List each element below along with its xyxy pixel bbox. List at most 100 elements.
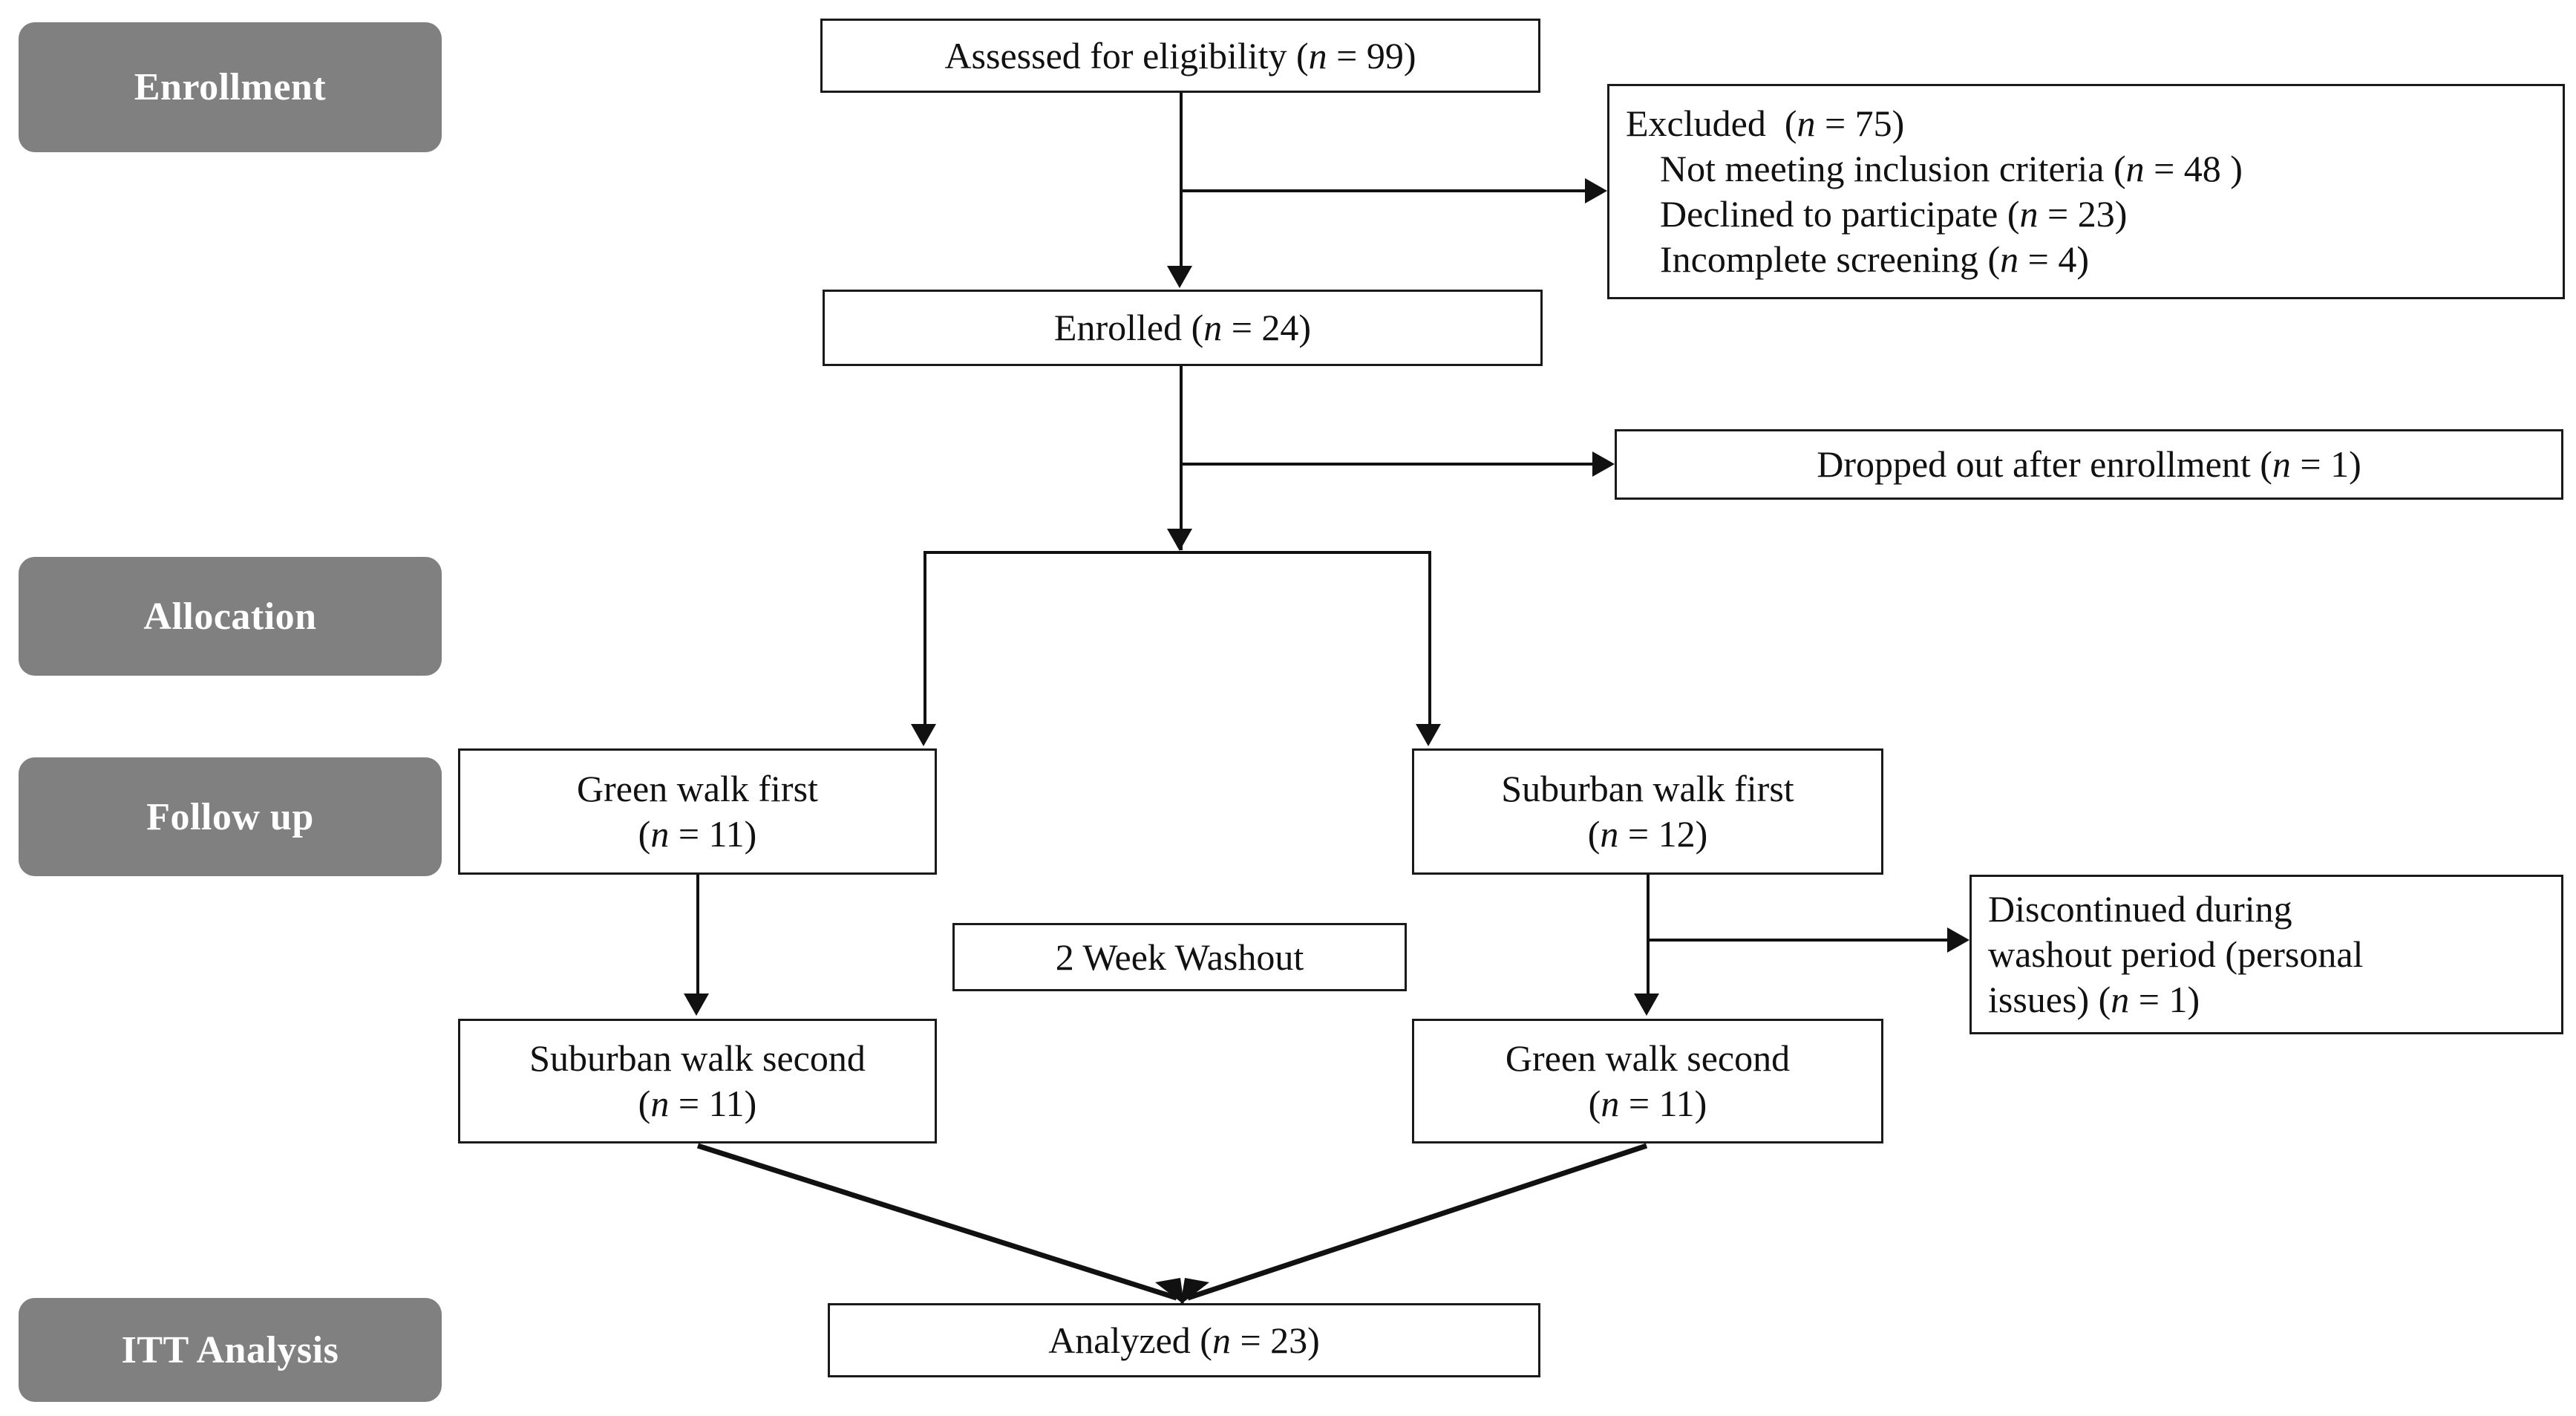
analyzed-text: Analyzed	[1048, 1319, 1191, 1361]
green-first-n-value: = 11)	[669, 813, 757, 855]
discontinued-line3-pre: issues) (	[1988, 979, 2111, 1020]
connector-assessed-to-excluded-line	[1180, 189, 1585, 192]
dropped-n-label: n	[2272, 443, 2291, 485]
suburban-first-line1: Suburban walk first	[1501, 768, 1794, 809]
analyzed-n-label: n	[1212, 1319, 1231, 1361]
assessed-n-label: n	[1308, 34, 1327, 76]
excluded-reason-1-n-open: (	[2007, 193, 2020, 235]
box-excluded: Excluded (n = 75) Not meeting inclusion …	[1607, 84, 2565, 299]
excluded-n-label: n	[1797, 102, 1816, 144]
green-first-line1: Green walk first	[577, 768, 818, 809]
connector-allocation-split-bar	[923, 551, 1431, 554]
excluded-reason-2-n-value: = 4)	[2018, 238, 2089, 280]
analyzed-n-open: (	[1200, 1319, 1212, 1361]
stage-label-itt-analysis-text: ITT Analysis	[121, 1328, 339, 1371]
suburban-second-line1: Suburban walk second	[529, 1037, 866, 1079]
connector-to-discontinued-line	[1647, 939, 1947, 942]
box-dropped-out-after-enrollment: Dropped out after enrollment (n = 1)	[1615, 429, 2563, 500]
excluded-n-value: = 75)	[1815, 102, 1905, 144]
excluded-reason-0-n-label: n	[2125, 148, 2145, 189]
excluded-n-open: (	[1784, 102, 1797, 144]
excluded-reason-1-n-label: n	[2019, 193, 2039, 235]
connector-enrolled-trunk-line	[1180, 366, 1183, 550]
suburban-second-line2: (n = 11)	[471, 1081, 924, 1126]
stage-label-enrollment-text: Enrollment	[134, 66, 327, 108]
suburban-second-n-label: n	[650, 1083, 670, 1124]
discontinued-line3-post: = 1)	[2129, 979, 2200, 1020]
connector-green-first-to-suburban-second-line	[696, 875, 699, 996]
excluded-reason-2: Incomplete screening (n = 4)	[1626, 237, 2552, 282]
box-suburban-walk-second: Suburban walk second (n = 11)	[458, 1019, 937, 1143]
box-suburban-walk-first: Suburban walk first (n = 12)	[1412, 748, 1883, 875]
connector-green-first-to-suburban-second-arrowhead	[684, 994, 709, 1016]
stage-label-allocation-text: Allocation	[143, 595, 317, 638]
box-discontinued-during-washout: Discontinued during washout period (pers…	[1969, 875, 2563, 1034]
discontinued-line1: Discontinued during	[1988, 888, 2292, 930]
enrolled-text: Enrolled	[1053, 307, 1183, 348]
connector-assessed-to-enrolled-line	[1180, 93, 1183, 268]
excluded-reason-1: Declined to participate (n = 23)	[1626, 192, 2552, 237]
enrolled-n-value: = 24)	[1222, 307, 1312, 348]
dropped-text: Dropped out after enrollment	[1817, 443, 2251, 485]
excluded-reason-1-n-value: = 23)	[2038, 193, 2128, 235]
discontinued-line3: issues) (n = 1)	[1988, 977, 2551, 1022]
green-first-line2: (n = 11)	[471, 812, 924, 857]
analyzed-n-value: = 23)	[1230, 1319, 1320, 1361]
green-second-n-label: n	[1601, 1083, 1620, 1124]
discontinued-n-label: n	[2111, 979, 2130, 1020]
suburban-first-line2: (n = 12)	[1425, 812, 1871, 857]
excluded-reason-2-n-open: (	[1987, 238, 2001, 280]
suburban-second-n-open: (	[638, 1083, 651, 1124]
box-2-week-washout: 2 Week Washout	[952, 923, 1407, 991]
stage-label-followup: Follow up	[19, 757, 442, 876]
stage-label-enrollment: Enrollment	[19, 22, 442, 152]
enrolled-n-label: n	[1203, 307, 1223, 348]
box-green-walk-first: Green walk first (n = 11)	[458, 748, 937, 875]
connector-assessed-to-enrolled-arrowhead	[1167, 266, 1192, 288]
suburban-first-n-value: = 12)	[1618, 813, 1708, 855]
excluded-title: Excluded	[1626, 102, 1766, 144]
excluded-reason-0-text: Not meeting inclusion criteria	[1660, 148, 2105, 189]
assessed-n-open: (	[1296, 34, 1309, 76]
connector-green-second-to-analyzed-arrowhead	[1180, 1278, 1209, 1305]
excluded-title-line: Excluded (n = 75)	[1626, 101, 2552, 146]
assessed-text: Assessed for eligibility	[944, 34, 1287, 76]
enrolled-n-open: (	[1191, 307, 1204, 348]
connector-enrolled-trunk-arrowhead	[1167, 529, 1192, 551]
excluded-reason-0-n-value: = 48 )	[2144, 148, 2243, 189]
excluded-reason-2-text: Incomplete screening	[1660, 238, 1978, 280]
connector-allocation-left-drop	[923, 551, 926, 726]
excluded-reason-1-text: Declined to participate	[1660, 193, 1998, 235]
connector-suburban-first-to-green-second-line	[1647, 875, 1650, 996]
excluded-reason-0-n-open: (	[2113, 148, 2126, 189]
green-second-n-value: = 11)	[1619, 1083, 1707, 1124]
stage-label-itt-analysis: ITT Analysis	[19, 1298, 442, 1402]
suburban-first-n-open: (	[1587, 813, 1601, 855]
dropped-n-value: = 1)	[2290, 443, 2361, 485]
green-second-line2: (n = 11)	[1425, 1081, 1871, 1126]
connector-allocation-left-arrowhead	[911, 724, 936, 746]
dropped-n-open: (	[2260, 443, 2272, 485]
box-enrolled: Enrolled (n = 24)	[823, 290, 1543, 366]
stage-label-followup-text: Follow up	[146, 795, 314, 838]
washout-text: 2 Week Washout	[1055, 936, 1304, 978]
green-second-line1: Green walk second	[1505, 1037, 1791, 1079]
green-first-n-label: n	[650, 813, 670, 855]
green-second-n-open: (	[1588, 1083, 1601, 1124]
excluded-reason-0: Not meeting inclusion criteria (n = 48 )	[1626, 146, 2552, 192]
discontinued-line2: washout period (personal	[1988, 933, 2364, 975]
stage-label-allocation: Allocation	[19, 557, 442, 676]
connector-suburban-second-to-analyzed-line	[696, 1143, 1178, 1301]
connector-green-second-to-analyzed-line	[1186, 1143, 1648, 1301]
connector-suburban-first-to-green-second-arrowhead	[1634, 994, 1659, 1016]
connector-allocation-right-drop	[1428, 551, 1431, 726]
box-green-walk-second: Green walk second (n = 11)	[1412, 1019, 1883, 1143]
suburban-first-n-label: n	[1600, 813, 1619, 855]
green-first-n-open: (	[638, 813, 651, 855]
box-assessed-for-eligibility: Assessed for eligibility (n = 99)	[820, 19, 1540, 93]
connector-suburban-second-to-analyzed-arrowhead	[1155, 1278, 1184, 1305]
excluded-reason-2-n-label: n	[2000, 238, 2019, 280]
box-analyzed: Analyzed (n = 23)	[828, 1303, 1540, 1377]
connector-allocation-right-arrowhead	[1416, 724, 1441, 746]
